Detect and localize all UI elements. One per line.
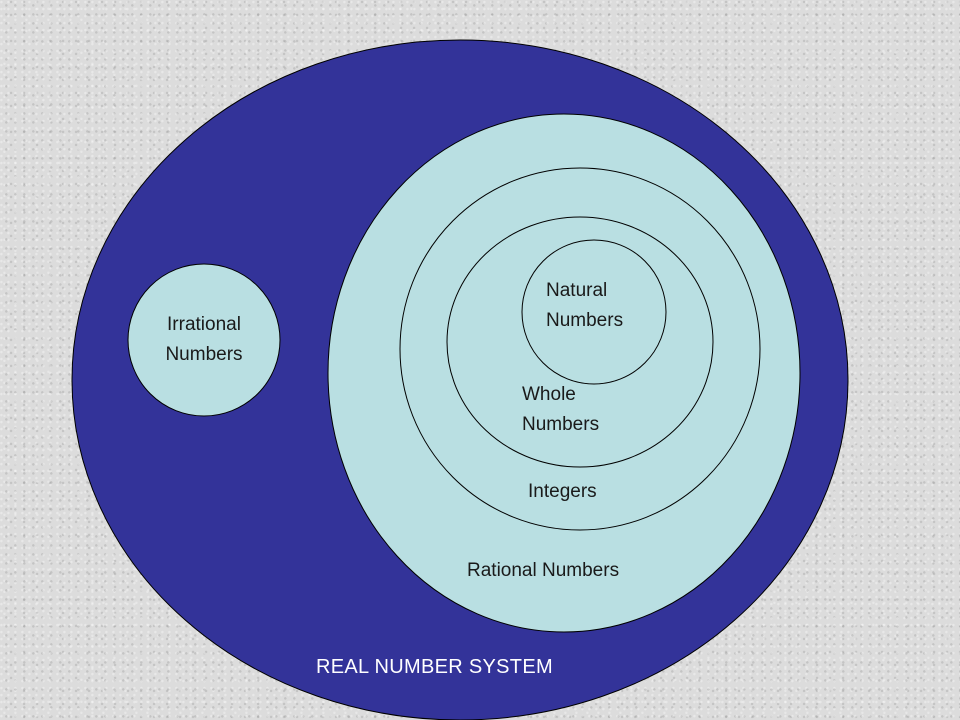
rational-numbers-label: Rational Numbers [467, 560, 620, 581]
irrational-label-line1: Irrational [167, 314, 241, 335]
natural-label-line1: Natural [546, 280, 608, 301]
real-number-system-label: REAL NUMBER SYSTEM [316, 656, 553, 678]
integers-label: Integers [528, 481, 597, 502]
whole-numbers-label: Whole Numbers [522, 380, 599, 440]
natural-numbers-circle [521, 239, 667, 385]
whole-numbers-circle [446, 216, 714, 468]
whole-label-line2: Numbers [522, 414, 600, 435]
irrational-numbers-circle [127, 263, 281, 417]
whole-label-line1: Whole [522, 384, 576, 405]
rational-numbers-circle [327, 113, 801, 633]
natural-label-line2: Numbers [546, 310, 624, 331]
integers-circle [399, 167, 761, 531]
irrational-numbers-label: Irrational Numbers [124, 310, 284, 370]
natural-numbers-label: Natural Numbers [546, 276, 623, 336]
irrational-label-line2: Numbers [165, 344, 243, 365]
